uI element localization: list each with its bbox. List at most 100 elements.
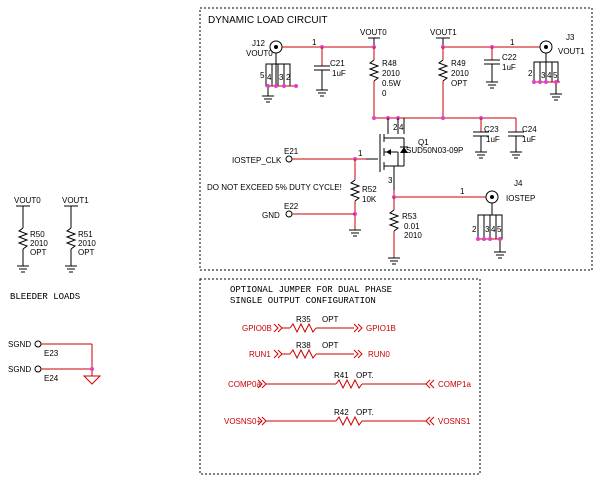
j4-pin2: 2 <box>472 225 477 234</box>
jumper-r41: COMP0a COMP1a R41 OPT. <box>228 371 471 390</box>
sgnd-label-2: SGND <box>8 365 31 374</box>
vout1-label-top: VOUT1 <box>430 28 457 37</box>
connector-j12: J12 VOUT0 5 4 3 2 <box>246 39 298 103</box>
dynamic-load-box <box>199 7 593 271</box>
gpio0b-label: GPIO0B <box>242 324 272 333</box>
r38-v1: OPT <box>322 341 339 350</box>
gnd-label: GND <box>262 211 280 220</box>
c24-val: 1uF <box>522 135 536 144</box>
q1-pin1: 1 <box>358 149 363 158</box>
capacitor-c22: C22 1uF <box>484 47 517 89</box>
r53-v2: 2010 <box>404 231 422 240</box>
sgnd-label-1: SGND <box>8 340 31 349</box>
e22-ref: E22 <box>284 202 299 211</box>
r52-v1: 10K <box>362 195 377 204</box>
c23-val: 1uF <box>486 135 500 144</box>
capacitor-c24: C24 1uF <box>508 118 537 159</box>
r49-v1: 2010 <box>451 69 469 78</box>
r53-ref: R53 <box>402 212 417 221</box>
j3-pin4: 4 <box>547 71 552 80</box>
r42-v1: OPT. <box>356 408 374 417</box>
c22-ref: C22 <box>502 53 517 62</box>
j3-ref: J3 <box>566 33 575 42</box>
j4-pin3: 3 <box>485 225 490 234</box>
e21-ref: E21 <box>284 147 299 156</box>
sgnd-connectors: SGND E23 SGND E24 <box>8 340 102 385</box>
connector-j3: J3 VOUT1 2 3 4 5 <box>528 33 585 101</box>
resistor-r49: R49 2010 OPT <box>437 47 469 118</box>
q1-pin2: 2 <box>393 123 398 132</box>
j3-pin5: 5 <box>553 71 558 80</box>
r51-ref: R51 <box>78 230 93 239</box>
r35-ref: R35 <box>296 315 311 324</box>
r41-ref: R41 <box>334 371 349 380</box>
c24-ref: C24 <box>522 125 537 134</box>
r38-ref: R38 <box>296 341 311 350</box>
r48-v3: 0 <box>382 89 387 98</box>
gpio1b-label: GPIO1B <box>366 324 396 333</box>
r35-v1: OPT <box>322 315 339 324</box>
vosns0-label: VOSNS0+ <box>224 417 261 426</box>
iostep-clk-label: IOSTEP_CLK <box>232 156 282 165</box>
j3-pin3: 3 <box>541 71 546 80</box>
q1-pin3: 3 <box>388 176 393 185</box>
e24-ref: E24 <box>44 374 59 383</box>
connector-e21: E21 IOSTEP_CLK <box>232 147 299 165</box>
r49-v2: OPT <box>451 79 468 88</box>
c22-val: 1uF <box>502 63 516 72</box>
capacitor-c23: C23 1uF <box>473 118 500 159</box>
c21-ref: C21 <box>330 59 345 68</box>
j12-net: VOUT0 <box>246 49 273 58</box>
mosfet-q1: 2 4 3 Q1 SUD50N03-09P <box>379 118 463 190</box>
j12-pin4: 4 <box>267 73 272 82</box>
run0-label: RUN0 <box>368 350 390 359</box>
vout0-label-top: VOUT0 <box>360 28 387 37</box>
resistor-r53: R53 0.01 2010 <box>388 197 422 265</box>
capacitor-c21: C21 1uF <box>314 47 346 97</box>
bleeder-r50: VOUT0 R50 2010 OPT <box>14 196 48 273</box>
j12-pin5: 5 <box>260 71 265 80</box>
j4-ref: J4 <box>514 179 523 188</box>
resistor-r48: R48 2010 0.5W 0 <box>368 47 401 118</box>
q1-part: SUD50N03-09P <box>406 146 463 155</box>
j12-ref: J12 <box>252 39 265 48</box>
bleeder-vout1-label: VOUT1 <box>62 196 89 205</box>
r50-ref: R50 <box>30 230 45 239</box>
connector-j4: J4 IOSTEP 2 3 4 5 <box>472 179 535 259</box>
j4-pin4: 4 <box>491 225 496 234</box>
r42-ref: R42 <box>334 408 349 417</box>
j12-pin2: 2 <box>286 73 291 82</box>
optional-jumper-box <box>199 278 481 475</box>
q1-pin4: 4 <box>399 123 404 132</box>
c21-val: 1uF <box>332 69 346 78</box>
r49-ref: R49 <box>451 59 466 68</box>
jumper-r38: RUN1 RUN0 R38 OPT <box>249 341 390 360</box>
j12-pin3: 3 <box>279 73 284 82</box>
r53-v1: 0.01 <box>404 222 420 231</box>
e23-ref: E23 <box>44 349 59 358</box>
j4-line-pin1: 1 <box>460 187 465 196</box>
q1-ref: Q1 <box>418 138 429 147</box>
j3-pin2: 2 <box>528 69 533 78</box>
r51-v1: 2010 <box>78 239 96 248</box>
j4-pin5: 5 <box>497 225 502 234</box>
j12-line-pin1: 1 <box>312 38 317 47</box>
r48-v2: 0.5W <box>382 79 401 88</box>
optional-title-1: OPTIONAL JUMPER FOR DUAL PHASE <box>230 285 392 295</box>
r52-ref: R52 <box>362 185 377 194</box>
resistor-r52: R52 10K <box>349 159 377 237</box>
r50-v1: 2010 <box>30 239 48 248</box>
r48-v1: 2010 <box>382 69 400 78</box>
bleeder-loads-title: BLEEDER LOADS <box>10 292 80 302</box>
r48-ref: R48 <box>382 59 397 68</box>
bleeder-vout0-label: VOUT0 <box>14 196 41 205</box>
bleeder-r51: VOUT1 R51 2010 OPT <box>62 196 96 273</box>
comp0a-label: COMP0a <box>228 380 261 389</box>
jumper-r35: GPIO0B GPIO1B R35 OPT <box>242 315 396 334</box>
comp1a-label: COMP1a <box>438 380 471 389</box>
vosns1-label: VOSNS1 <box>438 417 471 426</box>
dynamic-load-title: DYNAMIC LOAD CIRCUIT <box>208 15 327 26</box>
c23-ref: C23 <box>484 125 499 134</box>
j3-line-pin1: 1 <box>510 38 515 47</box>
